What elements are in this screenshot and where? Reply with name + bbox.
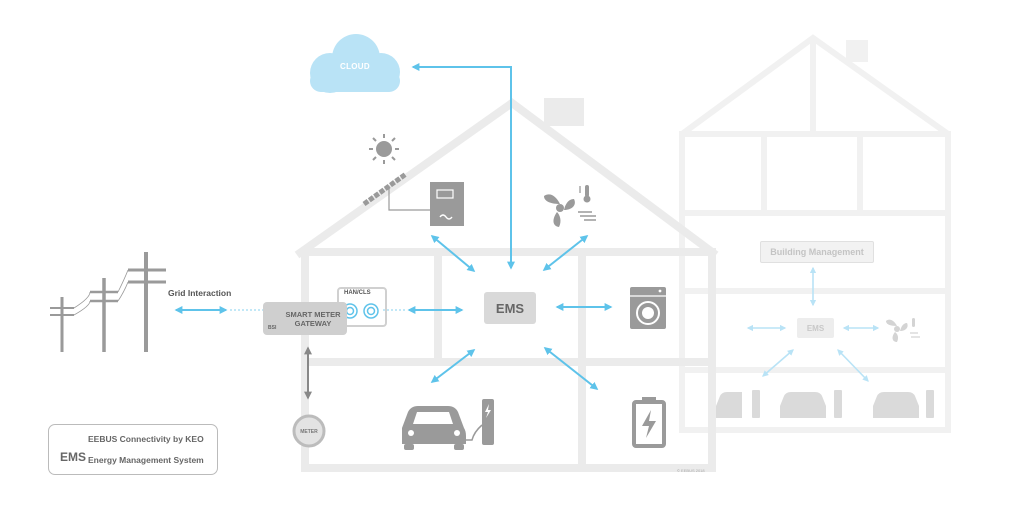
car-icon [402, 406, 466, 450]
ems-fan-arrow [542, 235, 589, 271]
legend-connectivity-label: EEBUS Connectivity by KEO [88, 434, 204, 444]
fan-icon [544, 194, 596, 227]
meter-label: METER [300, 429, 318, 435]
copyright-label: © EEBUS 2018 [677, 468, 705, 473]
inverter-icon [430, 182, 464, 226]
cloud-icon [310, 34, 400, 93]
smart-meter-gateway-label: SMART METER GATEWAY [285, 310, 341, 328]
bsi-label: BSI [268, 325, 277, 331]
solar-panel-icon [362, 171, 430, 211]
main-house [294, 98, 719, 472]
building-fan-icon [886, 318, 920, 342]
ems-box: EMS [484, 292, 536, 324]
sun-icon [369, 134, 399, 164]
ems-inverter-arrow [430, 234, 476, 273]
meter-icon [292, 414, 326, 448]
ems-battery-arrow [543, 347, 599, 390]
background-building [679, 34, 951, 433]
cloud-connection-arrow [411, 63, 515, 270]
power-pole-icon [50, 252, 166, 352]
building-ems-box: EMS [797, 318, 834, 338]
legend-ems-abbr: EMS [60, 450, 87, 464]
washing-machine-icon [630, 287, 666, 329]
charger-icon [466, 399, 494, 445]
chimney [544, 98, 584, 126]
cloud-label: CLOUD [340, 62, 370, 71]
legend [48, 424, 218, 475]
smart-meter-gateway-box [263, 302, 347, 335]
building-management-box: Building Management [760, 241, 874, 263]
building-car-icons [716, 390, 934, 418]
ems-car-arrow [430, 349, 476, 383]
han-cls-label: HAN/CLS [344, 290, 371, 296]
grid-interaction-label: Grid Interaction [168, 288, 232, 298]
building-connection-arrows [746, 266, 880, 382]
legend-ems-meaning: Energy Management System [88, 455, 204, 465]
thermometer-icon [579, 185, 591, 203]
battery-icon [632, 397, 666, 448]
